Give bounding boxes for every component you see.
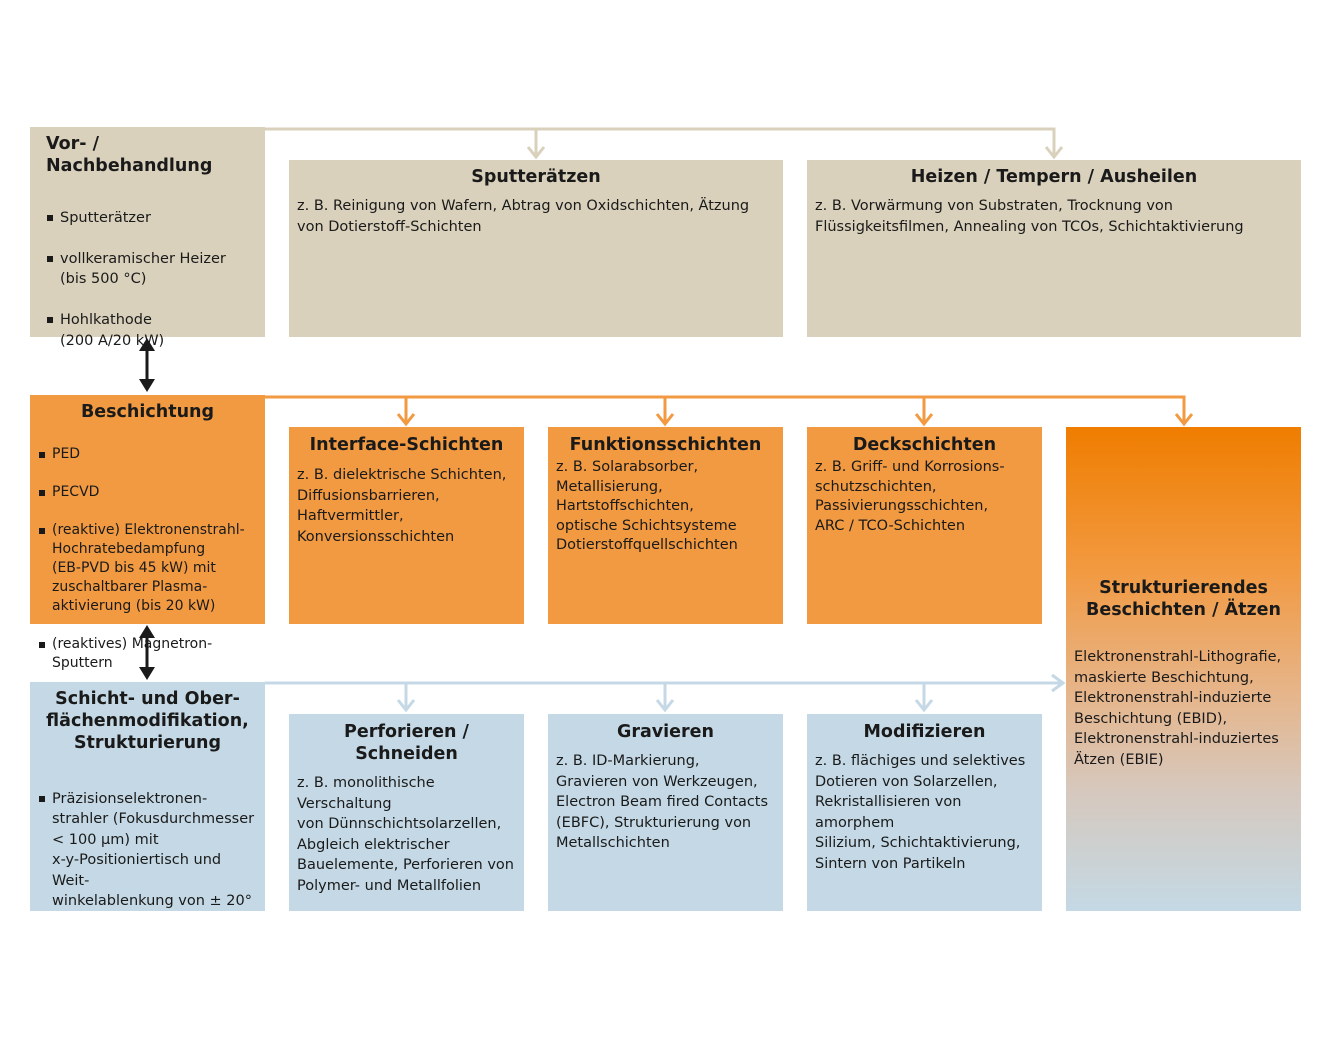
modifizieren-title: Modifizieren — [863, 722, 986, 742]
blue-connector — [265, 673, 1066, 713]
perforieren-text: z. B. monolithische Verschaltung von Dün… — [297, 775, 514, 894]
list-item: vollkeramischer Heizer (bis 500 °C) — [46, 249, 249, 290]
modifizieren-box: Modifizieren z. B. flächiges und selekti… — [807, 714, 1042, 911]
heizen-text: z. B. Vorwärmung von Substraten, Trocknu… — [815, 198, 1244, 235]
beschichtung-list: PED PECVD (reaktive) Elektronenstrahl- H… — [38, 426, 257, 692]
orange-connector — [265, 395, 1194, 427]
list-item: PED — [38, 445, 257, 464]
double-arrow-bottom — [139, 625, 155, 680]
schicht-oberflaechenmodifikation-box: Schicht- und Ober- flächenmodifikation, … — [30, 682, 265, 911]
gravieren-box: Gravieren z. B. ID-Markierung, Gravieren… — [548, 714, 783, 911]
interface-schichten-text: z. B. dielektrische Schichten, Diffusion… — [297, 467, 507, 545]
strukturierendes-beschichten-text: Elektronenstrahl-Lithografie, maskierte … — [1074, 649, 1282, 768]
beschichtung-title: Beschichtung — [80, 402, 215, 422]
list-item: Präzisionselektronen- strahler (Fokusdur… — [38, 789, 257, 912]
sputteraetzen-text: z. B. Reinigung von Wafern, Abtrag von O… — [297, 198, 750, 235]
deckschichten-box: Deckschichten z. B. Griff- und Korrosion… — [807, 427, 1042, 624]
funktionsschichten-title: Funktionsschichten — [569, 435, 762, 455]
sputteraetzen-box: Sputterätzen z. B. Reinigung von Wafern,… — [289, 160, 783, 337]
deckschichten-text: z. B. Griff- und Korrosions- schutzschic… — [815, 459, 1005, 534]
vor-nachbehandlung-box: Vor- / Nachbehandlung Sputterätzer vollk… — [30, 127, 265, 349]
beige-connector — [265, 127, 1064, 160]
gravieren-title: Gravieren — [616, 722, 715, 742]
perforieren-title: Perforieren / Schneiden — [344, 722, 469, 764]
list-item: Sputterätzer — [46, 208, 249, 229]
list-item: (reaktive) Elektronenstrahl- Hochratebed… — [38, 521, 257, 616]
strukturierendes-beschichten-title: Strukturierendes Beschichten / Ätzen — [1086, 578, 1281, 620]
gravieren-text: z. B. ID-Markierung, Gravieren von Werkz… — [556, 753, 769, 851]
perforieren-box: Perforieren / Schneiden z. B. monolithis… — [289, 714, 524, 911]
strukturierendes-beschichten-box: Strukturierendes Beschichten / Ätzen Ele… — [1066, 427, 1301, 911]
funktionsschichten-text: z. B. Solarabsorber, Metallisierung, Har… — [556, 459, 738, 553]
list-item: Hohlkathode (200 A/20 kW) — [46, 310, 249, 351]
heizen-title: Heizen / Tempern / Ausheilen — [910, 167, 1198, 187]
interface-schichten-box: Interface-Schichten z. B. dielektrische … — [289, 427, 524, 624]
sputteraetzen-title: Sputterätzen — [471, 167, 601, 187]
schicht-oberflaechenmodifikation-title: Schicht- und Ober- flächenmodifikation, … — [46, 689, 249, 753]
funktionsschichten-box: Funktionsschichten z. B. Solarabsorber, … — [548, 427, 783, 624]
list-item: (reaktives) Magnetron- Sputtern — [38, 635, 257, 673]
vor-nachbehandlung-title: Vor- / Nachbehandlung — [46, 134, 213, 176]
heizen-box: Heizen / Tempern / Ausheilen z. B. Vorwä… — [807, 160, 1301, 337]
list-item: PECVD — [38, 483, 257, 502]
beschichtung-box: Beschichtung PED PECVD (reaktive) Elektr… — [30, 395, 265, 671]
double-arrow-top — [139, 338, 155, 392]
vor-nachbehandlung-list: Sputterätzer vollkeramischer Heizer (bis… — [46, 187, 249, 372]
schicht-oberflaechenmodifikation-list: Präzisionselektronen- strahler (Fokusdur… — [38, 768, 257, 932]
interface-schichten-title: Interface-Schichten — [309, 435, 504, 455]
deckschichten-title: Deckschichten — [852, 435, 997, 455]
modifizieren-text: z. B. flächiges und selektives Dotieren … — [815, 753, 1026, 872]
